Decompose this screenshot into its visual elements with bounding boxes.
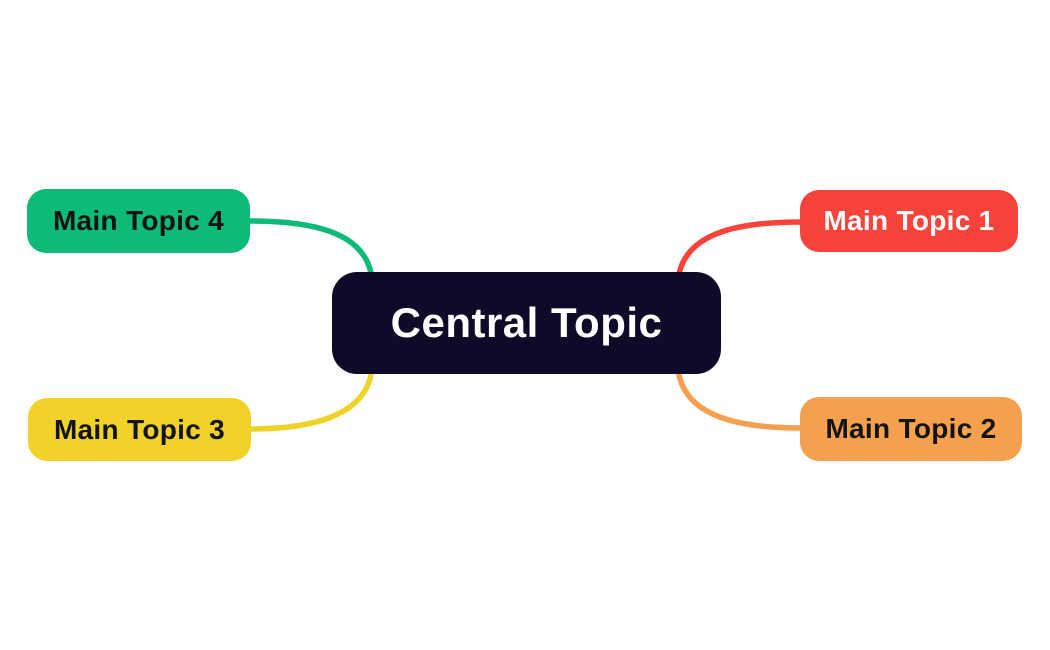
connector-central-to-main-topic-2 (676, 372, 804, 431)
main-topic-2-label: Main Topic 2 (825, 413, 997, 444)
main-topic-4-label: Main Topic 4 (52, 205, 225, 236)
node-main-topic-3[interactable]: Main Topic 3 (28, 398, 251, 461)
node-main-topic-1[interactable]: Main Topic 1 (800, 190, 1018, 252)
connector-central-to-main-topic-3 (246, 372, 374, 432)
main-topic-3-label: Main Topic 3 (53, 413, 226, 445)
node-main-topic-2[interactable]: Main Topic 2 (800, 397, 1022, 461)
connector-central-to-main-topic-1 (676, 219, 804, 277)
central-topic-label: Central Topic (390, 299, 663, 346)
node-main-topic-4[interactable]: Main Topic 4 (27, 189, 250, 253)
node-central-topic[interactable]: Central Topic (332, 272, 721, 374)
connector-central-to-main-topic-4 (246, 218, 374, 276)
main-topic-1-label: Main Topic 1 (823, 205, 995, 236)
